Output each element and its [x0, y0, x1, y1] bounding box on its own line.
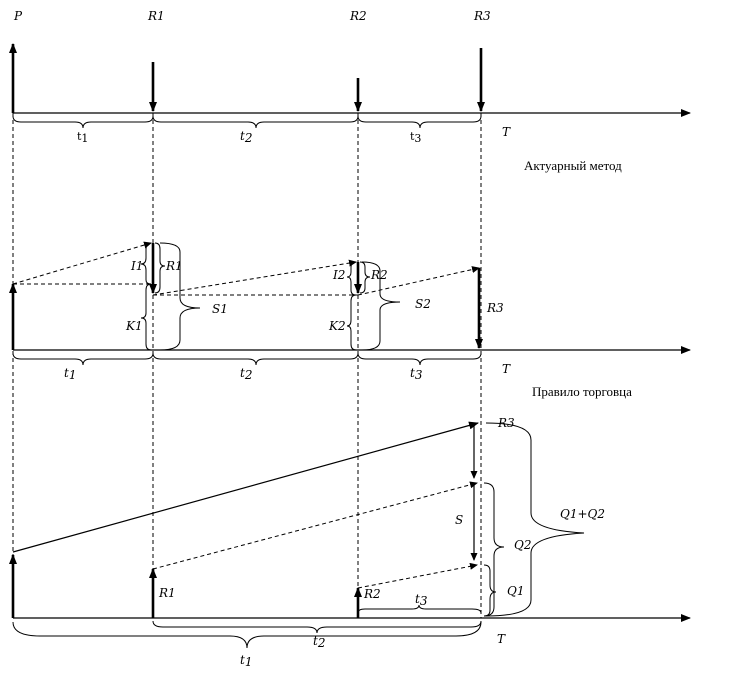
label-r3-2: R3	[486, 301, 504, 315]
label-r3: R3	[473, 9, 491, 23]
section-actuarial: Актуарный метод T I1 R1 K1 S1 I2 R2 K2	[9, 158, 691, 382]
label-s1: S1	[212, 302, 228, 316]
section-merchant: Правило торговца T R3 R1 R2 S Q1 Q2 Q1+Q…	[9, 384, 691, 669]
label-r2: R2	[349, 9, 367, 23]
label-t1-1: t1	[77, 130, 88, 145]
label-t1-2: t1	[64, 366, 76, 382]
label-q1-plus-q2: Q1+Q2	[560, 507, 605, 521]
label-t3-1: t3	[410, 130, 421, 145]
line-p-growth	[12, 421, 479, 553]
axis-label-t-3: T	[497, 632, 506, 646]
axis-label-t-2: T	[502, 362, 511, 376]
label-k1: K1	[125, 319, 143, 333]
label-r2-2: R2	[370, 268, 388, 282]
title-actuarial: Актуарный метод	[524, 158, 622, 173]
label-t1-3: t1	[240, 653, 252, 669]
label-r1-3: R1	[158, 586, 176, 600]
label-t3-3: t3	[415, 592, 428, 608]
label-r2-3: R2	[363, 587, 381, 601]
label-t2-2: t2	[240, 366, 252, 382]
label-t2-1: t2	[240, 129, 252, 145]
label-q2: Q2	[514, 538, 531, 552]
label-i2: I2	[332, 268, 345, 282]
label-s2: S2	[415, 297, 431, 311]
label-t2-3: t2	[313, 634, 325, 650]
label-r1-2: R1	[165, 259, 183, 273]
label-p: P	[13, 9, 23, 23]
label-t3-2: t3	[410, 366, 423, 382]
label-q1: Q1	[507, 584, 524, 598]
axis-label-t-1: T	[502, 125, 511, 139]
section-timeline: T t1 t2 t3	[9, 43, 691, 145]
label-k2: K2	[328, 319, 346, 333]
label-i1: I1	[130, 259, 143, 273]
label-r1: R1	[147, 9, 165, 23]
title-merchant: Правило торговца	[532, 384, 632, 399]
label-s: S	[455, 513, 463, 527]
label-r3-3: R3	[497, 416, 515, 430]
